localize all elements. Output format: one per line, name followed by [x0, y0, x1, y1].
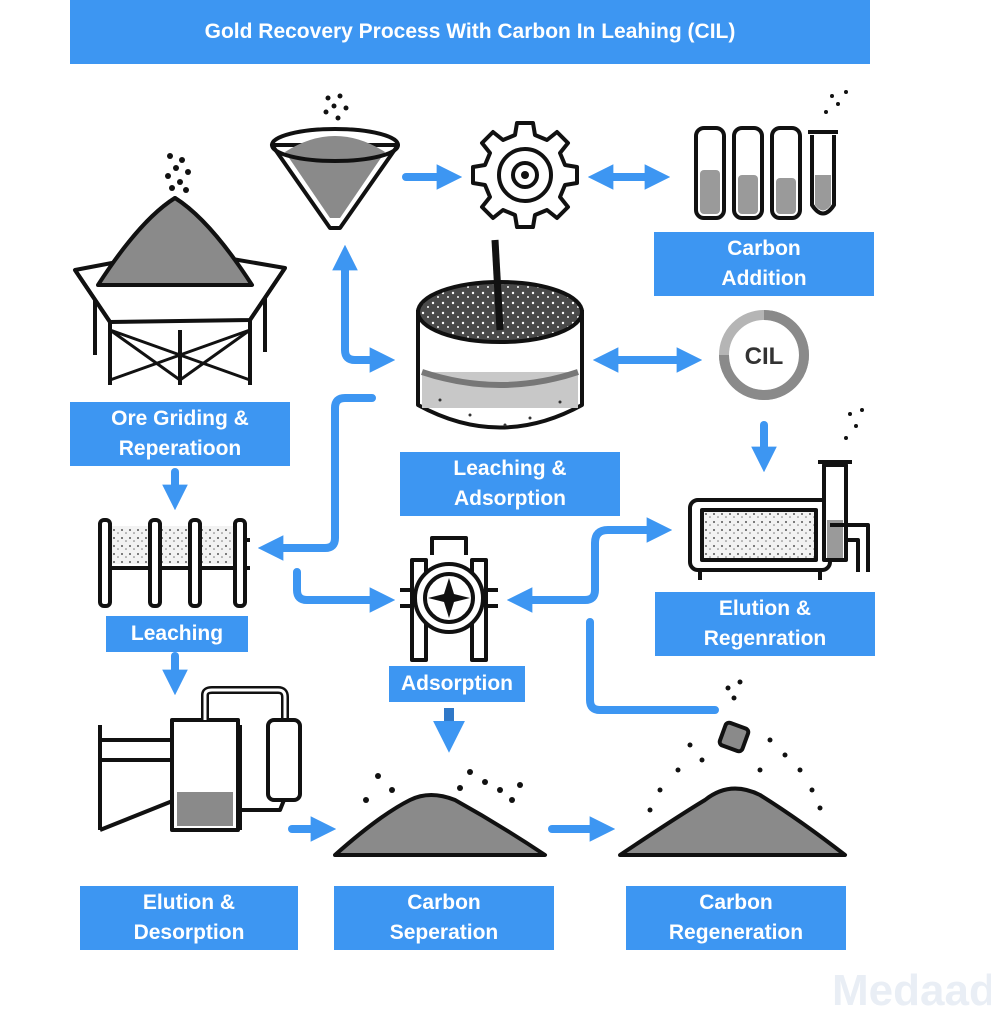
regen-pile-icon [618, 679, 847, 857]
watermark: Medaad [832, 966, 991, 1015]
test-tubes-icon [694, 90, 848, 220]
arrow-regen-return [586, 618, 719, 714]
arrow-leaching-to-adsorption [293, 568, 396, 613]
elution-column-icon [688, 408, 870, 580]
stripping-vessel-icon [98, 686, 302, 832]
adsorption-label: Adsorption [389, 666, 525, 702]
gear-icon [471, 121, 579, 229]
title-bar: Gold Recovery Process With Carbon In Lea… [70, 0, 870, 64]
cil-ring-icon [719, 310, 809, 400]
leach-tank-icon [416, 239, 584, 430]
elution-desorption-label: Elution & Desorption [80, 886, 298, 950]
arrow-tank-to-leaching [257, 394, 376, 561]
funnel-icon [270, 93, 400, 230]
carbon-addition-label: Carbon Addition [654, 232, 874, 296]
cil-badge-text: CIL [745, 343, 784, 370]
carbon-pile-icon [333, 769, 547, 857]
leaching-label: Leaching [106, 616, 248, 652]
ore-pile-on-stand-icon [73, 153, 287, 385]
ore-grinding-label: Ore Griding & Reperatioon [70, 402, 290, 466]
diagram-title: Gold Recovery Process With Carbon In Lea… [204, 20, 736, 43]
leaching-adsorption-label: Leaching & Adsorption [400, 452, 620, 516]
carbon-regeneration-label: Carbon Regeneration [626, 886, 846, 950]
arrow-funnel-tank [332, 244, 396, 373]
carbon-separation-label: Carbon Seperation [334, 886, 554, 950]
rotor-icon [400, 536, 498, 662]
arrow-elution-to-adsorption [506, 517, 673, 613]
drum-filter-icon [98, 518, 250, 608]
flow-arrows [162, 164, 777, 842]
elution-regeneration-label: Elution & Regenration [655, 592, 875, 656]
